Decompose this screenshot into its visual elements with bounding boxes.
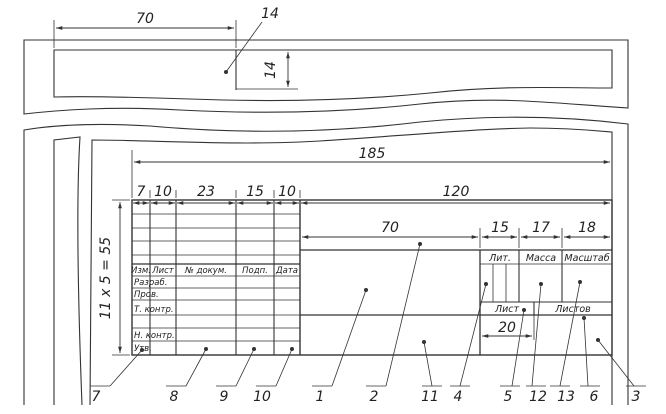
- top-sheet-outline: [23, 39, 629, 115]
- row-prov: Пров.: [134, 290, 159, 300]
- dim-masshtab-18-label: 18: [578, 220, 596, 236]
- callout-11: 11: [421, 389, 439, 405]
- title-block-frame: [131, 199, 613, 356]
- callout-10: 10: [253, 389, 271, 405]
- dim-total-width-label: 185: [359, 146, 386, 162]
- dim-height-label: 11 x 5 = 55: [98, 237, 114, 319]
- callout-4: 4: [454, 389, 463, 405]
- label-listov: Листов: [554, 304, 591, 315]
- top-inner-frame: [53, 49, 613, 102]
- dim-top-width-label: 70: [136, 11, 154, 27]
- dim-massa-17-label: 17: [532, 220, 550, 236]
- dim-col-10a-label: 10: [154, 184, 172, 200]
- left-margin-strip: [53, 136, 83, 406]
- callout-13: 13: [557, 389, 575, 405]
- row-t-kontr: Т. контр.: [134, 305, 174, 315]
- header-dokum: № докум.: [184, 266, 227, 276]
- label-masshtab: Масштаб: [564, 253, 609, 264]
- callout-8: 8: [170, 389, 179, 405]
- header-podp: Подп.: [242, 266, 268, 276]
- callout-14: 14: [261, 6, 279, 22]
- dim-field-70-label: 70: [381, 220, 399, 236]
- header-izm: Изм.: [131, 266, 151, 276]
- callout-6: 6: [590, 389, 599, 405]
- label-massa: Масса: [526, 253, 556, 264]
- dim-col-10b-label: 10: [278, 184, 296, 200]
- dim-lit-15-label: 15: [491, 220, 509, 236]
- callout-7: 7: [92, 389, 101, 405]
- row-razrab: Разраб.: [134, 278, 167, 288]
- dim-col-7-label: 7: [137, 184, 146, 200]
- label-list: Лист: [494, 304, 520, 315]
- dim-col-23-label: 23: [197, 184, 215, 200]
- callout-12: 12: [529, 389, 547, 405]
- callout-2: 2: [370, 389, 379, 405]
- row-n-kontr: Н. контр.: [134, 331, 175, 341]
- header-data: Дата: [275, 266, 298, 276]
- callout-3: 3: [632, 389, 641, 405]
- dim-col-15-label: 15: [246, 184, 264, 200]
- dim-list-20-label: 20: [498, 320, 516, 336]
- bottom-sheet-outline: [23, 116, 629, 405]
- header-list: Лист: [151, 266, 175, 276]
- callout-5: 5: [504, 389, 513, 405]
- dim-top-height-label: 14: [263, 61, 279, 79]
- callout-9: 9: [220, 389, 229, 405]
- callout-1: 1: [316, 389, 325, 405]
- dim-right-120-label: 120: [443, 184, 470, 200]
- label-lit: Лит.: [488, 253, 511, 264]
- bottom-inner-frame: [89, 127, 613, 406]
